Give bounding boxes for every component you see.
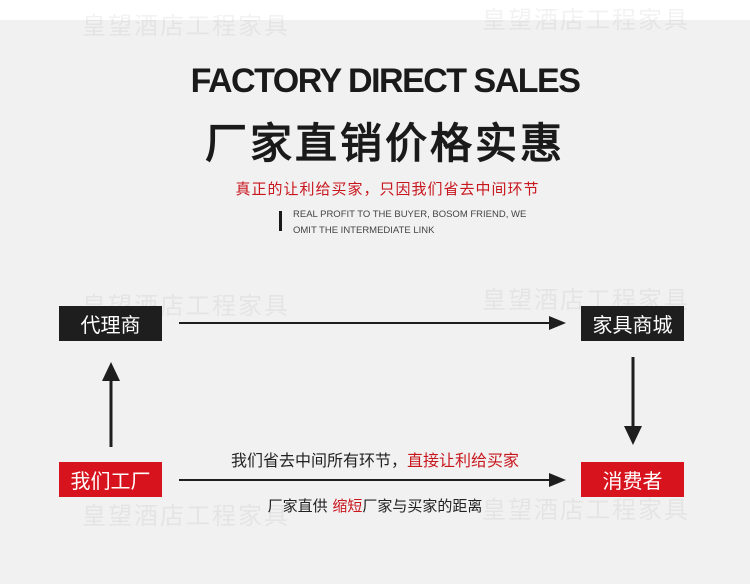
heading-english: FACTORY DIRECT SALES [190, 62, 581, 100]
watermark: 皇望酒店工程家具 [82, 502, 290, 530]
divider-bar [279, 211, 282, 231]
watermark: 皇望酒店工程家具 [482, 496, 690, 524]
consumer-box: 消费者 [581, 462, 684, 497]
description-english: REAL PROFIT TO THE BUYER, BOSOM FRIEND, … [293, 207, 553, 239]
arrow-agent-to-store [179, 316, 566, 330]
furniture-mall-box: 家具商城 [581, 306, 684, 341]
description-line-2: OMIT THE INTERMEDIATE LINK [293, 225, 435, 236]
heading-chinese: 厂家直销价格实惠 [204, 119, 565, 168]
bottom-caption-b: 厂家与买家的距离 [362, 497, 483, 515]
agent-box: 代理商 [59, 306, 162, 341]
arrow-factory-to-agent [102, 362, 120, 447]
arrow-store-to-consumer [624, 357, 642, 445]
subtitle-red: 真正的让利给买家，只因我们省去中间环节 [235, 180, 540, 198]
bottom-caption-a: 厂家直供 [267, 497, 333, 515]
middle-caption-red: 直接让利给买家 [407, 451, 520, 470]
description-line-1: REAL PROFIT TO THE BUYER, BOSOM FRIEND, … [293, 209, 527, 220]
middle-caption-black: 我们省去中间所有环节， [230, 451, 407, 470]
our-factory-box: 我们工厂 [59, 462, 162, 497]
arrow-factory-to-consumer [179, 473, 566, 487]
top-band [0, 0, 750, 20]
watermark: 皇望酒店工程家具 [482, 6, 690, 34]
bottom-caption: 厂家直供 缩短厂家与买家的距离 [190, 495, 560, 516]
watermark: 皇望酒店工程家具 [82, 12, 290, 40]
middle-caption: 我们省去中间所有环节，直接让利给买家 [190, 447, 560, 471]
bottom-caption-red: 缩短 [332, 497, 363, 515]
